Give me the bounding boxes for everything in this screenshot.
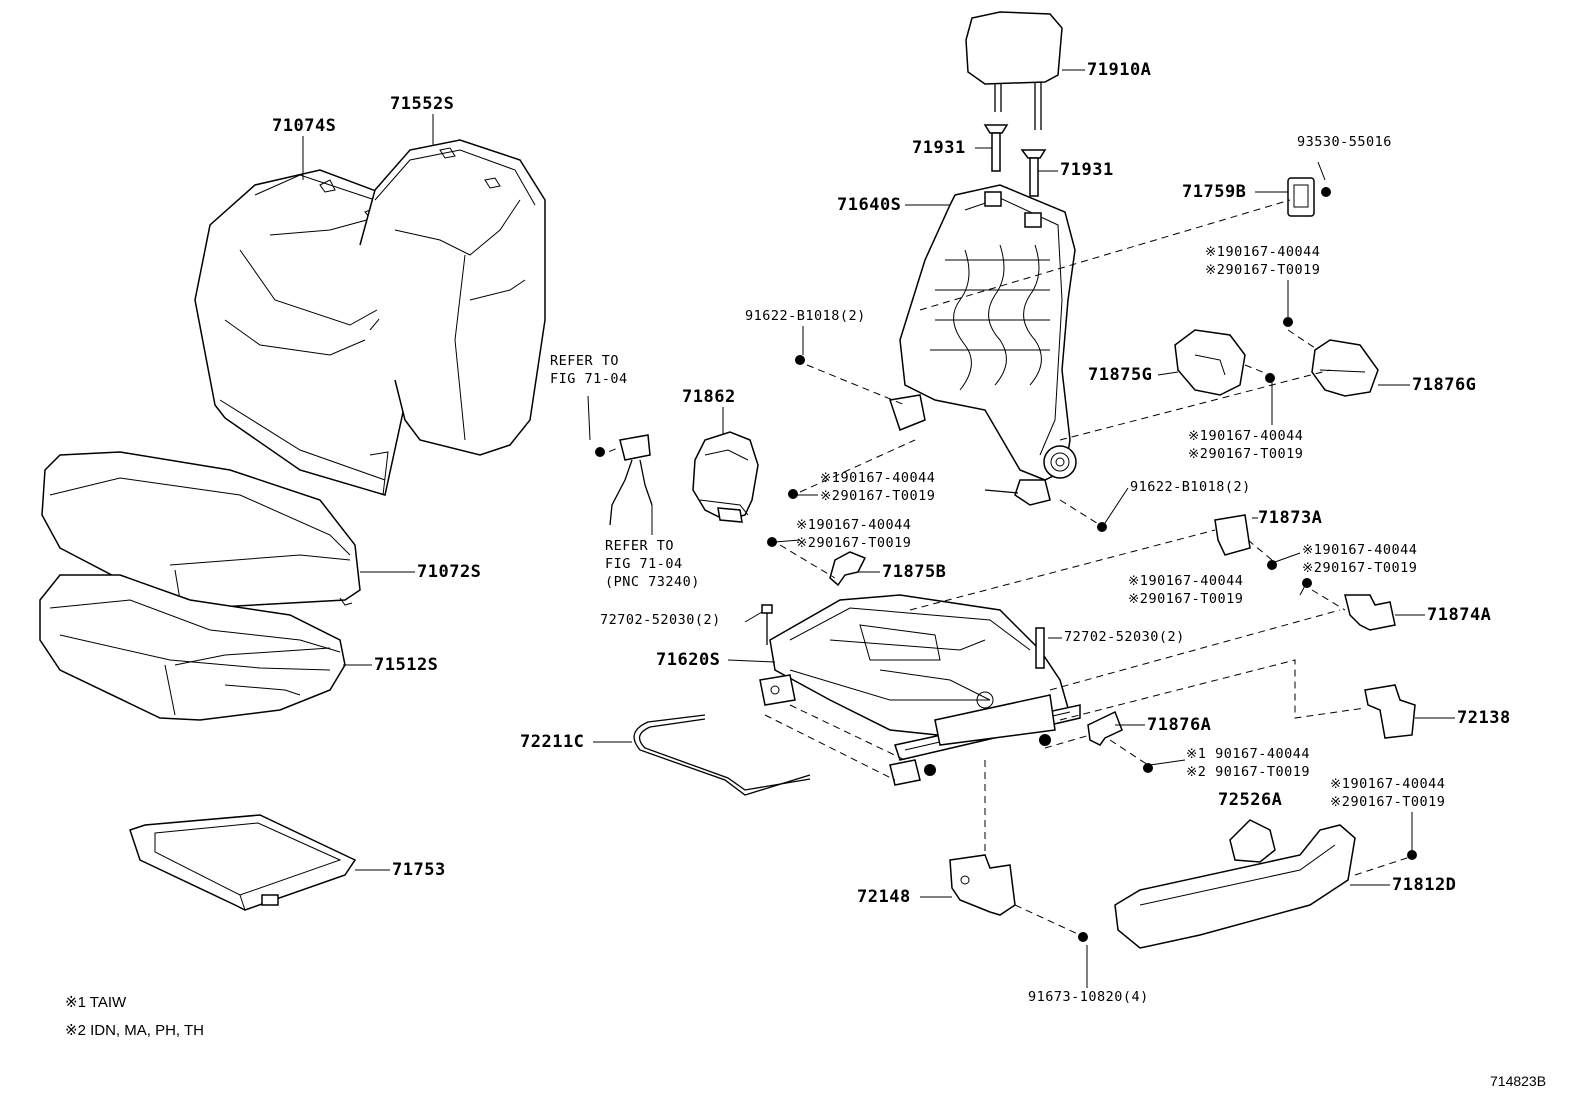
bracket-71873a bbox=[1214, 514, 1251, 556]
bracket-72148 bbox=[949, 854, 1016, 916]
rod-72211c bbox=[633, 714, 811, 796]
bolt-pair-c-line1: ※190167-40044 bbox=[820, 470, 936, 486]
label-71910a: 71910A bbox=[1087, 60, 1152, 80]
label-93530-55016: 93530-55016 bbox=[1297, 134, 1392, 150]
cover-71875g bbox=[1174, 329, 1246, 396]
bolt-pair-d-line1: ※190167-40044 bbox=[796, 517, 912, 533]
label-71072s: 71072S bbox=[417, 562, 482, 582]
note-2: ※2 IDN, MA, PH, TH bbox=[65, 1022, 204, 1039]
label-71862: 71862 bbox=[682, 387, 736, 407]
note-1: ※1 TAIW bbox=[65, 994, 127, 1011]
seatback-frame-71640s bbox=[889, 184, 1077, 506]
bolt-pair-a-line1: ※190167-40044 bbox=[1205, 244, 1321, 260]
label-71874a: 71874A bbox=[1427, 605, 1492, 625]
refer-upper-line1: REFER TO bbox=[550, 353, 620, 369]
bolts bbox=[767, 317, 1417, 942]
label-71552s: 71552S bbox=[390, 94, 455, 114]
bolt-pair-h-line2: ※290167-T0019 bbox=[1330, 794, 1446, 810]
label-71812d: 71812D bbox=[1392, 875, 1457, 895]
cover-71876g bbox=[1311, 339, 1379, 397]
part-71876a bbox=[1087, 710, 1123, 746]
bolt-pair-f-line1: ※190167-40044 bbox=[1128, 573, 1244, 589]
label-91622-b1018-upper: 91622-B1018(2) bbox=[745, 308, 866, 324]
label-72702-52030-right: 72702-52030(2) bbox=[1064, 629, 1185, 645]
label-71875b: 71875B bbox=[882, 562, 947, 582]
figure-number: 714823B bbox=[1490, 1073, 1547, 1089]
cushion-cover-71072s bbox=[41, 451, 361, 609]
label-72526a: 72526A bbox=[1218, 790, 1283, 810]
label-71753: 71753 bbox=[392, 860, 446, 880]
bolt-pair-a-line2: ※290167-T0019 bbox=[1205, 262, 1321, 278]
seat-track-71620s bbox=[759, 594, 1081, 786]
label-bolt-pair-f: ※190167-40044 ※290167-T0019 bbox=[1128, 572, 1243, 608]
part-71862 bbox=[692, 431, 759, 523]
bolt-pair-g-line1: ※1 90167-40044 bbox=[1186, 746, 1310, 762]
label-bolt-pair-d: ※190167-40044 ※290167-T0019 bbox=[796, 516, 911, 552]
bolt-pair-b-line1: ※190167-40044 bbox=[1188, 428, 1304, 444]
label-bolt-pair-a: ※190167-40044 ※290167-T0019 bbox=[1205, 243, 1320, 279]
bolt-pair-e-line1: ※190167-40044 bbox=[1302, 542, 1418, 558]
label-bolt-pair-g: ※1 90167-40044 ※2 90167-T0019 bbox=[1186, 745, 1310, 781]
label-bolt-pair-c: ※190167-40044 ※290167-T0019 bbox=[820, 469, 935, 505]
seatback-pad-71552s bbox=[359, 139, 546, 456]
label-71873a: 71873A bbox=[1258, 508, 1323, 528]
knob-72526a bbox=[1229, 819, 1276, 863]
label-71640s: 71640S bbox=[837, 195, 902, 215]
headrest-guides-71931 bbox=[983, 124, 1047, 197]
buckle-harness bbox=[595, 434, 653, 526]
label-91622-b1018-lower: 91622-B1018(2) bbox=[1130, 479, 1251, 495]
label-bolt-pair-b: ※190167-40044 ※290167-T0019 bbox=[1188, 427, 1303, 463]
bolt-pair-g-line2: ※2 90167-T0019 bbox=[1186, 764, 1310, 780]
bolt-pair-f-line2: ※290167-T0019 bbox=[1128, 591, 1244, 607]
bracket-71874a bbox=[1344, 594, 1396, 631]
refer-lower-line3: (PNC 73240) bbox=[605, 574, 700, 590]
shield-71812d bbox=[1114, 824, 1356, 949]
label-refer-to-upper: REFER TO FIG 71-04 bbox=[550, 352, 628, 388]
bolt-pair-c-line2: ※290167-T0019 bbox=[820, 488, 936, 504]
label-71876a: 71876A bbox=[1147, 715, 1212, 735]
label-bolt-pair-e: ※190167-40044 ※290167-T0019 bbox=[1302, 541, 1417, 577]
label-72211c: 72211C bbox=[520, 732, 585, 752]
bolt-pair-d-line2: ※290167-T0019 bbox=[796, 535, 912, 551]
bolt-pair-h-line1: ※190167-40044 bbox=[1330, 776, 1446, 792]
label-71931-left: 71931 bbox=[912, 138, 966, 158]
label-71512s: 71512S bbox=[374, 655, 439, 675]
screw-72702-left bbox=[761, 604, 773, 645]
label-72148: 72148 bbox=[857, 887, 911, 907]
label-71620s: 71620S bbox=[656, 650, 721, 670]
label-71931-right: 71931 bbox=[1060, 160, 1114, 180]
label-72702-52030-left: 72702-52030(2) bbox=[600, 612, 721, 628]
label-71876g: 71876G bbox=[1412, 375, 1477, 395]
label-72138: 72138 bbox=[1457, 708, 1511, 728]
bolt-pair-b-line2: ※290167-T0019 bbox=[1188, 446, 1304, 462]
part-72138 bbox=[1364, 684, 1416, 739]
label-91673-10820: 91673-10820(4) bbox=[1028, 989, 1149, 1005]
refer-lower-line2: FIG 71-04 bbox=[605, 556, 683, 572]
label-bolt-pair-h: ※190167-40044 ※290167-T0019 bbox=[1330, 775, 1445, 811]
part-71875b bbox=[829, 551, 867, 587]
switch-71759b bbox=[1287, 177, 1331, 217]
refer-upper-line2: FIG 71-04 bbox=[550, 371, 628, 387]
assembly-dash-lines bbox=[597, 199, 1411, 936]
label-refer-to-lower: REFER TO FIG 71-04 (PNC 73240) bbox=[605, 537, 700, 591]
bolt-pair-e-line2: ※290167-T0019 bbox=[1302, 560, 1418, 576]
cushion-pad-71512s bbox=[39, 574, 346, 721]
frame-71753 bbox=[129, 814, 357, 911]
label-71759b: 71759B bbox=[1182, 182, 1247, 202]
refer-lower-line1: REFER TO bbox=[605, 538, 675, 554]
label-71875g: 71875G bbox=[1088, 365, 1153, 385]
headrest-71910a bbox=[965, 11, 1063, 130]
leader-lines bbox=[302, 69, 1455, 988]
label-71074s: 71074S bbox=[272, 116, 337, 136]
